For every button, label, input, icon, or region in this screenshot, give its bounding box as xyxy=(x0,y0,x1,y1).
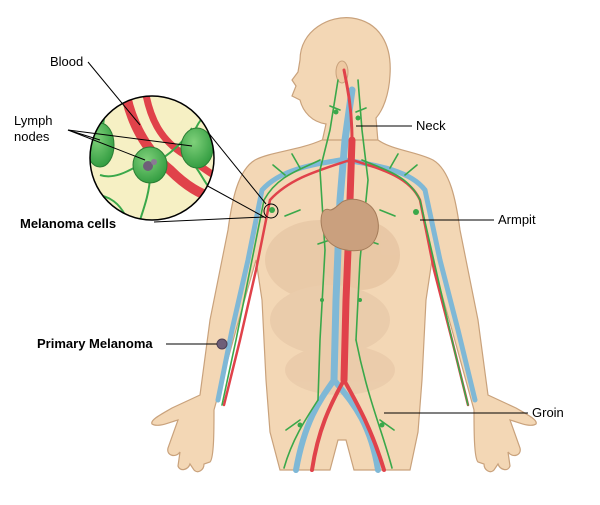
lymph-vessels xyxy=(221,79,469,469)
lymph-node-dots xyxy=(269,109,419,428)
primary-melanoma-spot xyxy=(216,338,228,350)
lymph-node-right xyxy=(180,127,214,169)
label-groin: Groin xyxy=(532,405,564,420)
label-neck: Neck xyxy=(416,118,446,133)
label-lymph-nodes-line1: Lymph xyxy=(14,113,53,128)
label-blood: Blood xyxy=(50,54,83,69)
label-melanoma-cells: Melanoma cells xyxy=(20,216,116,231)
leader-lines xyxy=(67,61,528,414)
human-body xyxy=(151,17,537,473)
heart xyxy=(320,198,379,252)
melanoma-cell xyxy=(143,161,153,171)
melanoma-cell xyxy=(151,159,157,165)
label-armpit: Armpit xyxy=(498,212,536,227)
label-primary-melanoma: Primary Melanoma xyxy=(37,336,153,351)
melanoma-cells-marker xyxy=(263,203,279,219)
label-lymph-nodes-line2: nodes xyxy=(14,129,50,144)
